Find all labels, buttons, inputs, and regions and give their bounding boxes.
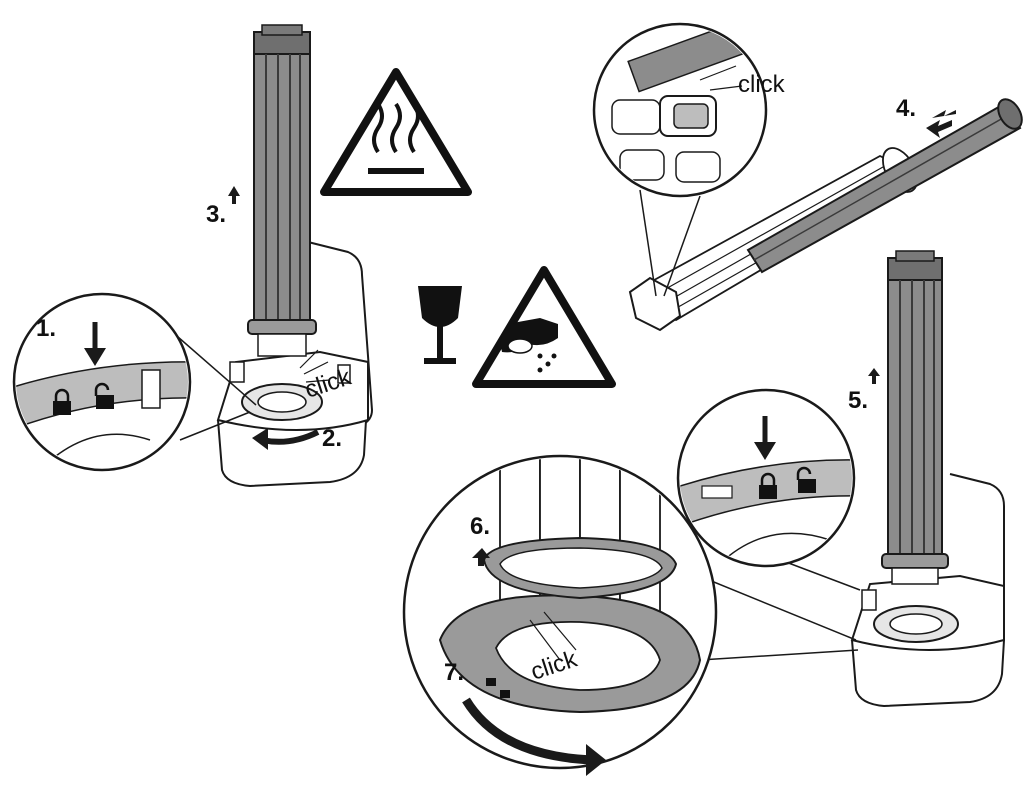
bottom-zoom-callout: [402, 454, 859, 776]
rotate-arrow-step7: [462, 697, 593, 765]
hot-surface-warning-icon: [320, 68, 472, 196]
left-base-unit: [216, 239, 374, 488]
right-zoom-callout: [676, 388, 861, 591]
padlock-open-icon: [796, 466, 816, 493]
step-2-label: 2.: [322, 425, 342, 452]
right-cartridge: [881, 250, 949, 585]
step-1-label: 1.: [36, 315, 56, 342]
padlock-locked-icon: [759, 472, 777, 499]
down-arrow-step6: [472, 548, 490, 566]
fragile-glass-icon: [418, 286, 462, 364]
padlock-locked-icon: [53, 388, 71, 415]
rotate-arrow-step2-head: [252, 428, 268, 450]
click-label-top: click: [738, 71, 786, 98]
left-cartridge: [247, 24, 317, 357]
rotate-arrow-step7-head: [586, 744, 606, 776]
step-4-label: 4.: [896, 95, 916, 122]
step-3-label: 3.: [206, 201, 226, 228]
click-burst-left: [299, 349, 331, 383]
right-base-unit: [850, 473, 1005, 708]
cartridge-disassembly-view: [628, 98, 1023, 332]
step-5-label: 5.: [848, 387, 868, 414]
left-zoom-callout: [12, 292, 257, 472]
down-arrow-step5: [868, 368, 880, 384]
up-arrow-step3: [228, 186, 240, 204]
slide-arrows-step4: [926, 110, 956, 138]
hand-injury-warning-icon: [472, 266, 616, 388]
padlock-open-icon: [94, 382, 114, 409]
top-zoom-callout: [592, 22, 768, 297]
mini-unlock-icon: [500, 690, 510, 698]
step-6-label: 6.: [470, 513, 490, 540]
step-7-label: 7.: [444, 659, 464, 686]
mini-lock-icon: [486, 678, 496, 686]
